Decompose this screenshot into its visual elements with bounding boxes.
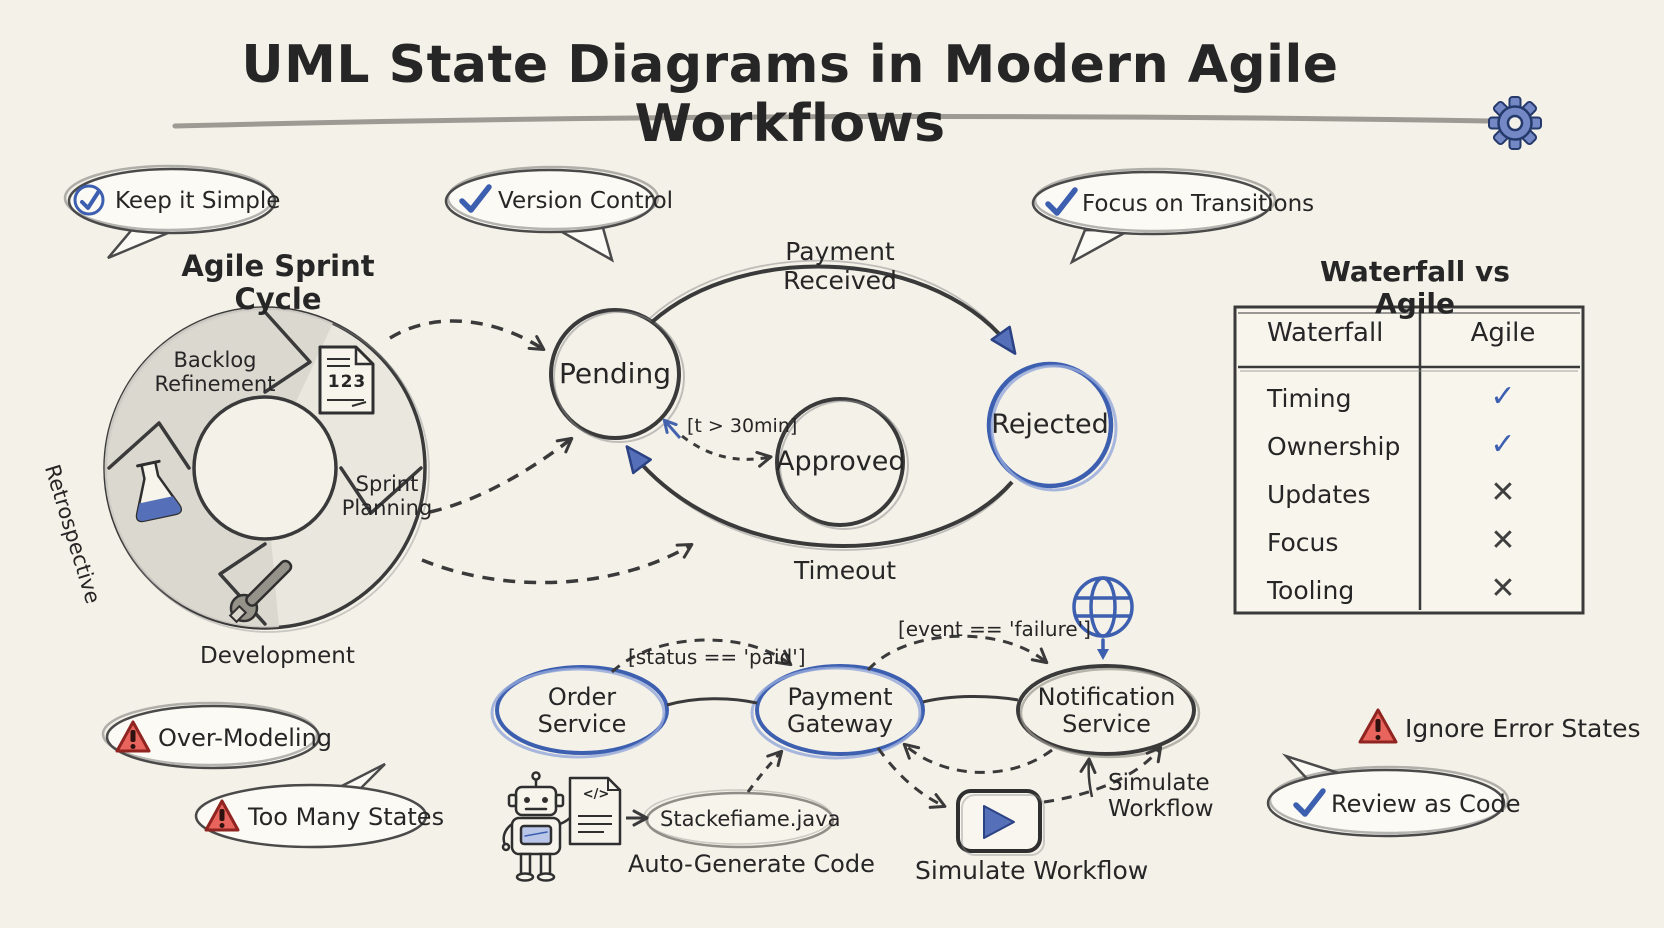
comparison-row-mark: ✓ (1478, 427, 1528, 462)
flask-icon (135, 459, 183, 523)
document-icon-number: 123 (327, 372, 367, 392)
file-to-payment-arrow (746, 749, 784, 793)
pitfall-bubble-too-many-states (194, 762, 428, 849)
service-order-label: Order Service (537, 683, 627, 739)
robot-icon (501, 771, 583, 882)
circled-check-icon (73, 184, 105, 216)
guard-arrow-event-failure (866, 634, 1049, 672)
service-payment-gateway-label: Payment Gateway (786, 683, 894, 739)
comparison-row-label: Tooling (1267, 576, 1355, 605)
transition-arrow-timeout (625, 445, 1014, 548)
payment-notification-connector (922, 695, 1019, 704)
cycle-to-state-arrow-bottom (421, 542, 694, 585)
transition-retry-guard-label: [t > 30min] (687, 415, 798, 437)
code-glyph: </> (582, 787, 610, 802)
wrench-icon (228, 559, 293, 624)
tip-keep-it-simple-label: Keep it Simple (115, 188, 281, 214)
payment-to-play-arrow (876, 747, 947, 809)
tip-bubble-review-as-code (1266, 753, 1510, 838)
state-rejected-circle (986, 361, 1118, 492)
transition-arrow-payment-received (649, 259, 1009, 345)
transition-arrow-payment-received (650, 264, 1017, 355)
column-header-waterfall: Waterfall (1267, 318, 1384, 348)
tip-focus-on-transitions-label: Focus on Transitions (1082, 191, 1315, 217)
agile-mark: ✓ (1490, 379, 1516, 414)
spec-document-icon (318, 345, 375, 415)
transition-arrow-retry-return (662, 418, 682, 439)
sprint-cycle-heading: Agile Sprint Cycle (181, 249, 375, 317)
check-icon (459, 184, 492, 213)
state-rejected-label: Rejected (991, 409, 1109, 440)
simulate-workflow-caption: Simulate Workflow (915, 856, 1149, 885)
gear-icon (1488, 96, 1542, 150)
phase-backlog-refinement-label: Backlog Refinement (154, 348, 276, 396)
phase-development-label: Development (200, 643, 355, 669)
transition-arrow-retry-guard (681, 434, 773, 468)
globe-icon (1072, 576, 1134, 660)
state-pending-circle (549, 308, 685, 443)
check-icon (1045, 187, 1078, 216)
play-button-icon (956, 789, 1045, 856)
pitfall-bubble-over-modeling (101, 701, 321, 770)
code-file-icon (568, 776, 622, 846)
notification-to-payment-arrow (902, 742, 1053, 774)
agile-mark: ✕ (1490, 571, 1516, 606)
comparison-row-mark: ✕ (1478, 571, 1528, 606)
state-pending-label: Pending (559, 357, 671, 390)
simulate-side-arrow (1079, 757, 1097, 798)
state-approved-circle (775, 397, 909, 530)
speech-bubbles (63, 164, 1510, 849)
guard-status-paid-label: [status == 'paid'] (628, 645, 806, 669)
agile-mark: ✓ (1490, 427, 1516, 462)
agile-mark: ✕ (1490, 523, 1516, 558)
simulate-workflow-side-caption: Simulate Workflow (1108, 770, 1214, 823)
comparison-row-mark: ✕ (1478, 475, 1528, 510)
comparison-table-frame (1233, 305, 1585, 615)
service-order-ellipse (490, 665, 669, 759)
warning-icon (204, 799, 240, 832)
comparison-row-mark: ✕ (1478, 523, 1528, 558)
play-to-notification-arrow (1043, 745, 1163, 804)
tip-bubble-version-control (444, 165, 660, 263)
pitfall-over-modeling-label: Over-Modeling (158, 724, 333, 752)
comparison-row-label: Timing (1267, 384, 1352, 413)
warning-icon (115, 720, 151, 753)
cycle-to-state-arrow-mid (429, 436, 574, 514)
tip-review-as-code-label: Review as Code (1331, 790, 1521, 818)
tip-version-control-label: Version Control (498, 188, 674, 214)
service-notification-label: Notification Service (1037, 683, 1176, 739)
transition-payment-received-label: Payment Received (783, 237, 897, 295)
state-approved-label: Approved (776, 446, 906, 477)
auto-generate-caption: Auto-Generate Code (628, 850, 875, 878)
warning-icon (1358, 708, 1398, 744)
comparison-row-label: Updates (1267, 480, 1371, 509)
title-underline (172, 114, 1491, 129)
phase-sprint-planning-label: Sprint Planning (341, 472, 433, 520)
tip-bubble-focus-on-transitions (1031, 167, 1277, 265)
tip-bubble-keep-it-simple (63, 164, 277, 260)
check-icon (1293, 788, 1326, 817)
pitfall-too-many-states-label: Too Many States (248, 803, 445, 831)
guard-arrow-status-paid (610, 638, 793, 674)
service-payment-gateway-ellipse (750, 664, 925, 760)
sprint-cycle-ring (103, 306, 430, 633)
arrows (389, 259, 1163, 827)
generated-file-label: Stackefiame.java (660, 807, 841, 831)
cycle-to-state-arrow-top (389, 319, 546, 352)
pitfall-ignore-error-states-label: Ignore Error States (1405, 714, 1641, 743)
comparison-heading: Waterfall vs Agile (1320, 255, 1510, 320)
column-header-agile: Agile (1470, 318, 1536, 348)
agile-mark: ✕ (1490, 475, 1516, 510)
comparison-row-label: Focus (1267, 528, 1339, 557)
service-notification-ellipse (1016, 664, 1201, 759)
comparison-row-label: Ownership (1267, 432, 1401, 461)
comparison-row-mark: ✓ (1478, 379, 1528, 414)
page-title: UML State Diagrams in Modern Agile Workf… (241, 35, 1339, 155)
guard-event-failure-label: [event == 'failure'] (898, 617, 1091, 641)
transition-timeout-label: Timeout (793, 556, 897, 585)
order-payment-connector (666, 697, 758, 707)
